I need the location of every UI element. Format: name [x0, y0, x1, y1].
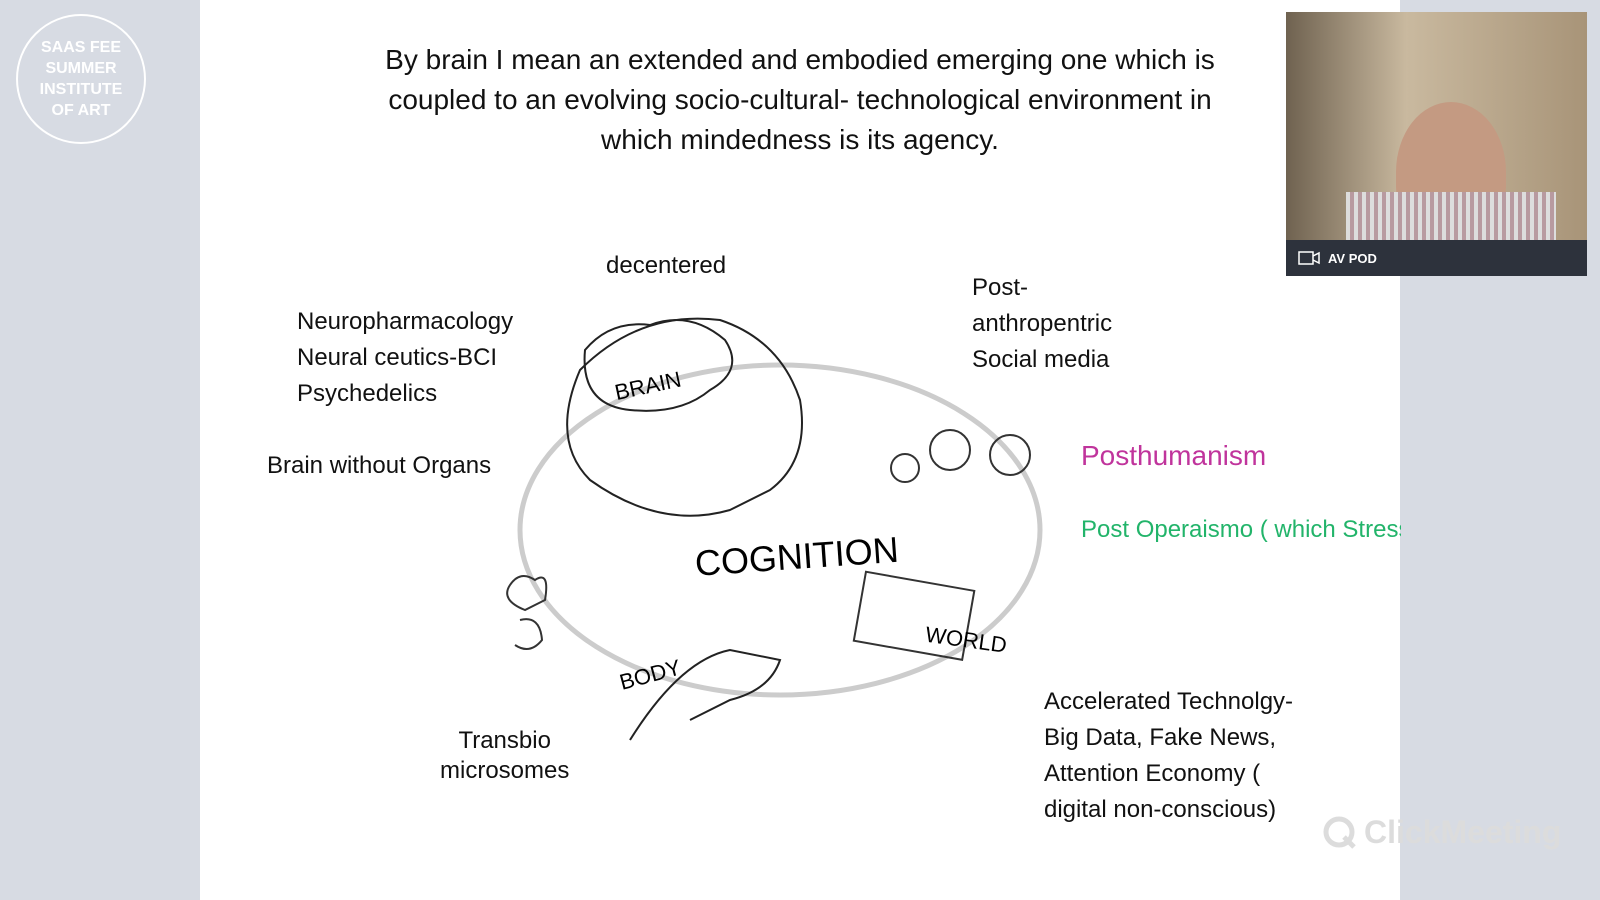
label-neuro: Neuropharmacology Neural ceutics-BCI Psy… — [297, 308, 514, 407]
hand-outline — [629, 648, 782, 741]
video-name-bar: AV POD — [1286, 240, 1587, 276]
label-posthumanism: Posthumanism — [1081, 440, 1267, 471]
person-icon — [890, 453, 920, 483]
label-brain-without-organs: Brain without Organs — [267, 452, 492, 479]
presentation-slide — [200, 0, 1400, 900]
sketch-label-body: BODY — [617, 654, 684, 694]
person-icon — [929, 429, 971, 471]
saas-fee-logo: SAAS FEE SUMMER INSTITUTE OF ART — [16, 14, 146, 144]
cognition-ellipse — [517, 362, 1043, 698]
left-panel: SAAS FEE SUMMER INSTITUTE OF ART — [0, 0, 200, 900]
clickmeeting-logo-icon — [1323, 816, 1356, 849]
camera-icon — [1298, 251, 1320, 265]
sketch-label-cognition: COGNITION — [694, 529, 900, 584]
person-icon — [989, 434, 1031, 476]
sketch-label-world: WORLD — [924, 622, 1009, 658]
label-transbio: Transbio microsomes — [440, 727, 570, 784]
label-post-anthropocentric: Post- anthropentric Social media — [972, 274, 1113, 373]
video-participant-name: AV POD — [1328, 250, 1377, 266]
label-accelerated: Accelerated Technolgy- Big Data, Fake Ne… — [1044, 688, 1294, 823]
watermark-text: ClickMeeting — [1364, 814, 1562, 850]
label-post-operaismo: Post Operaismo ( which Stressed the impo… — [1081, 516, 1401, 543]
cognition-sketch: BRAIN COGNITION WORLD BODY — [506, 317, 1043, 741]
slide-heading: By brain I mean an extended and embodied… — [385, 44, 1215, 155]
clickmeeting-watermark: ClickMeeting — [1322, 814, 1561, 851]
sketch-label-brain: BRAIN — [612, 367, 683, 405]
world-objects — [852, 570, 976, 661]
label-decentered: decentered — [606, 252, 727, 279]
video-feed[interactable]: AV POD — [1286, 12, 1587, 276]
head-outline — [566, 317, 803, 517]
organs-icon — [506, 575, 548, 650]
brain-outline — [583, 319, 734, 412]
